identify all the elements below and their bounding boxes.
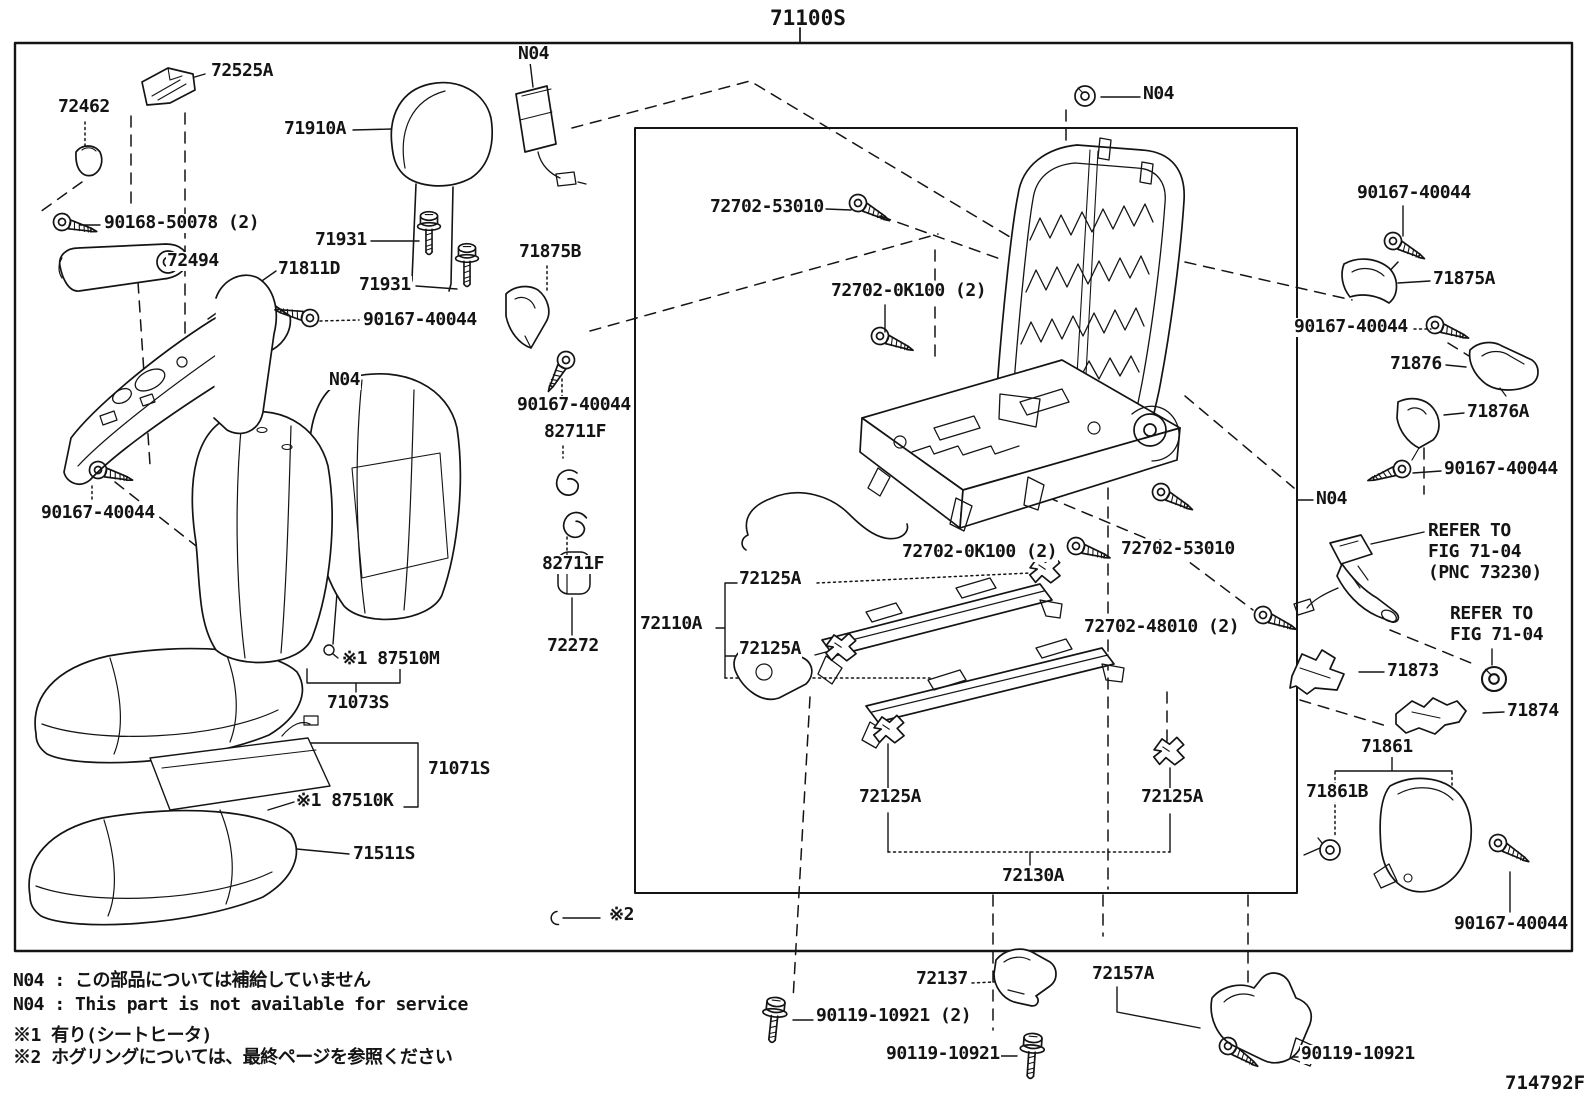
- sketch-seatback-frame: [996, 137, 1185, 423]
- part-label: N04: [328, 369, 362, 390]
- part-label: N04: [1142, 83, 1176, 104]
- part-label: 82711F: [541, 553, 606, 574]
- part-label: 71073S: [326, 692, 391, 713]
- part-label: N04: [1315, 488, 1349, 509]
- sketch-clip-71873: [1289, 649, 1345, 695]
- part-label: 72702-53010: [1120, 538, 1236, 559]
- part-label: FIG 71-04: [1427, 541, 1523, 562]
- part-label: 71071S: [427, 758, 492, 779]
- part-label: 71861: [1360, 736, 1414, 757]
- part-label: 90167-40044: [40, 502, 156, 523]
- part-label: REFER TO: [1427, 520, 1512, 541]
- part-label: 71931: [314, 229, 368, 250]
- part-label: ※1 87510K: [295, 790, 395, 811]
- part-label: 90167-40044: [1443, 458, 1559, 479]
- part-label: 71876: [1389, 353, 1443, 374]
- part-label: 90167-40044: [362, 309, 478, 330]
- part-label: 71875B: [518, 241, 583, 262]
- sketch-bracket-72525a: [141, 67, 196, 106]
- part-label: 72125A: [738, 568, 803, 589]
- dashed-reference-lines: [39, 80, 1477, 1043]
- part-label: FIG 71-04: [1449, 624, 1545, 645]
- figure-number: 71100S: [770, 6, 846, 30]
- part-label: 90167-40044: [1453, 913, 1569, 934]
- footnote-n04-jp: N04 : この部品については補給していません: [13, 970, 371, 991]
- part-label: 90119-10921: [1300, 1043, 1416, 1064]
- footnote-ref2: ※2 ホグリングについては、最終ページを参照ください: [13, 1047, 453, 1068]
- part-label: 71511S: [352, 843, 417, 864]
- part-label: 72462: [57, 96, 111, 117]
- part-label: 72272: [546, 635, 600, 656]
- part-label: 90167-40044: [1356, 182, 1472, 203]
- part-label: 72110A: [639, 613, 704, 634]
- sketch-recline-cable: [741, 491, 909, 551]
- part-label: 72702-0K100 (2): [830, 280, 988, 301]
- sketch-srs-module-n04: [515, 85, 587, 187]
- part-label: 72702-53010: [709, 196, 825, 217]
- part-label: 71861B: [1305, 781, 1370, 802]
- sketch-seatback-cover-front: [191, 410, 333, 664]
- sketch-clip-71874: [1395, 697, 1467, 735]
- part-label: 71811D: [277, 258, 342, 279]
- sketch-seat-heater-87510k: [149, 715, 331, 811]
- part-label: 72157A: [1091, 963, 1156, 984]
- sketch-cover-71875a: [1341, 258, 1398, 304]
- part-label: 90167-40044: [1293, 316, 1409, 337]
- part-label: 71875A: [1432, 268, 1497, 289]
- part-label: 90167-40044: [516, 394, 632, 415]
- sketch-shield-71861: [1373, 777, 1473, 893]
- part-label: N04: [517, 43, 551, 64]
- sketch-seat-cushion-pad-71071s: [34, 647, 304, 764]
- footnote-ref1: ※1 有り(シートヒータ): [13, 1025, 212, 1046]
- sketch-seat-pan-frame: [859, 359, 1181, 532]
- sketch-seatbelt-buckle-73230: [1293, 534, 1400, 623]
- part-label: 72125A: [738, 638, 803, 659]
- part-label: 72125A: [1140, 786, 1205, 807]
- part-label: 90119-10921 (2): [815, 1005, 973, 1026]
- sketch-cushion-shield-71811d: [63, 274, 292, 485]
- footnote-n04-en: N04 : This part is not available for ser…: [13, 994, 468, 1015]
- part-label: 71876A: [1466, 401, 1531, 422]
- part-label: 71931: [358, 274, 412, 295]
- part-label: 72137: [915, 968, 969, 989]
- sketch-pin-71861b: [1303, 837, 1341, 861]
- part-label: 71873: [1386, 660, 1440, 681]
- sketch-seat-cushion-cover-71511s: [28, 809, 298, 926]
- diagram-code: 714792F: [1505, 1072, 1586, 1094]
- part-label: 72130A: [1001, 865, 1066, 886]
- sketch-armrest-base-72494: [58, 243, 189, 292]
- sketch-clip-72137: [993, 948, 1057, 1007]
- sketch-cap-72462: [75, 145, 103, 177]
- part-label: 72702-0K100 (2): [901, 541, 1059, 562]
- part-label: ※2: [608, 904, 635, 925]
- part-label: 82711F: [543, 421, 608, 442]
- sketch-seat-rail-lower: [733, 638, 1125, 749]
- part-label: 72525A: [210, 60, 275, 81]
- sketch-hook-71876a: [1396, 397, 1440, 461]
- part-label: 71874: [1506, 700, 1560, 721]
- part-label: 72494: [166, 250, 220, 271]
- part-label: 71910A: [283, 118, 348, 139]
- sketch-cover-71876: [1468, 341, 1539, 397]
- sketch-bracket-72157a: [1210, 972, 1319, 1067]
- part-label: 90119-10921: [885, 1043, 1001, 1064]
- hog-ring-icon: [550, 910, 560, 926]
- part-label: ※1 87510M: [341, 648, 441, 669]
- part-label: 72125A: [858, 786, 923, 807]
- sketch-heater-wire-ring-87510m: [323, 644, 335, 656]
- sketch-hook-71875b: [505, 285, 550, 349]
- part-label: (PNC 73230): [1427, 562, 1543, 583]
- sketch-headrest-71910a: [390, 81, 494, 292]
- part-label: 90168-50078 (2): [103, 212, 261, 233]
- part-label: REFER TO: [1449, 603, 1534, 624]
- frame-borders: [13, 27, 1574, 953]
- part-label: 72702-48010 (2): [1083, 616, 1241, 637]
